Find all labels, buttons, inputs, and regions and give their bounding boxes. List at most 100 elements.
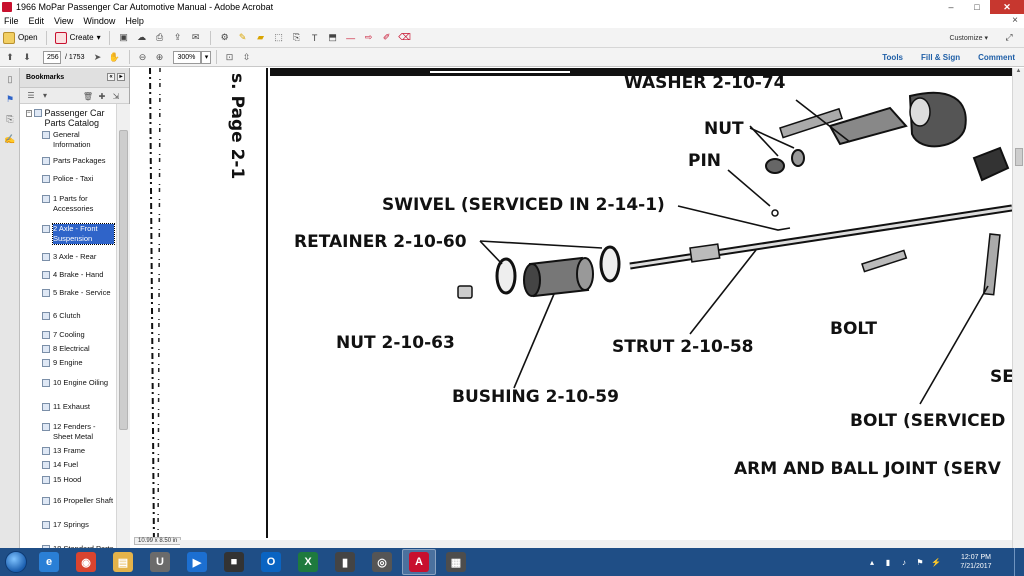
- new-bookmark-icon[interactable]: ✚: [98, 91, 106, 101]
- menu-view[interactable]: View: [54, 16, 74, 26]
- comment-tab[interactable]: Comment: [978, 53, 1015, 62]
- menu-help[interactable]: Help: [125, 16, 144, 26]
- open-button[interactable]: Open: [0, 30, 41, 46]
- horizontal-scrollbar[interactable]: [180, 540, 1012, 548]
- highlight-icon[interactable]: ▰: [257, 32, 265, 42]
- zoom-in-icon[interactable]: ⊕: [155, 51, 164, 62]
- taskbar-phone-app[interactable]: ▮: [328, 549, 362, 575]
- taskbar-internet-explorer[interactable]: e: [32, 549, 66, 575]
- zoom-dropdown-caret[interactable]: ▾: [201, 50, 212, 64]
- tools-tab[interactable]: Tools: [882, 53, 903, 62]
- show-desktop-button[interactable]: [1014, 548, 1024, 576]
- vertical-scroll-thumb[interactable]: [1015, 148, 1023, 166]
- textbox-icon[interactable]: T: [311, 32, 318, 43]
- close-button[interactable]: ✕: [990, 0, 1024, 14]
- taskbar-media-player[interactable]: ▶: [180, 549, 214, 575]
- scroll-mode-icon[interactable]: ⇳: [242, 51, 251, 62]
- taskbar-u-app[interactable]: U: [143, 549, 177, 575]
- bookmark-item[interactable]: 15 Hood: [42, 475, 114, 485]
- bookmarks-scrollbar[interactable]: [116, 104, 130, 548]
- fit-page-icon[interactable]: ⊡: [225, 51, 234, 62]
- bookmark-item[interactable]: 16 Propeller Shaft: [42, 496, 114, 506]
- taskbar-chrome[interactable]: ◉: [69, 549, 103, 575]
- bookmark-item[interactable]: 1 Parts for Accessories: [42, 194, 114, 214]
- taskbar-outlook[interactable]: O: [254, 549, 288, 575]
- taskbar-lock-app[interactable]: ■: [217, 549, 251, 575]
- expand-bookmark-icon[interactable]: ⇲: [112, 91, 120, 101]
- bookmark-item[interactable]: Police - Taxi: [42, 174, 114, 184]
- page-number-input[interactable]: 256: [43, 50, 61, 64]
- arrow-icon[interactable]: ⇨: [364, 32, 373, 42]
- document-close-icon[interactable]: ×: [1012, 15, 1018, 26]
- power-icon[interactable]: ⚡: [931, 557, 941, 567]
- select-cursor-icon[interactable]: ➤: [93, 51, 102, 62]
- flag-icon[interactable]: ⚑: [916, 557, 924, 567]
- network-icon[interactable]: ▮: [885, 557, 891, 567]
- pencil-icon[interactable]: ✐: [382, 32, 391, 42]
- hand-tool-icon[interactable]: ✋: [108, 51, 121, 62]
- callout-icon[interactable]: ⬒: [328, 32, 337, 42]
- bookmark-item[interactable]: 4 Brake - Hand: [42, 270, 114, 280]
- zoom-out-icon[interactable]: ⊖: [138, 51, 147, 62]
- bookmark-options-caret-icon[interactable]: ▾: [42, 91, 47, 100]
- fill-sign-tab[interactable]: Fill & Sign: [921, 53, 961, 62]
- bookmark-item[interactable]: 10 Engine Oiling: [42, 378, 114, 388]
- taskbar-file-explorer[interactable]: ▤: [106, 549, 140, 575]
- bookmarks-scroll-thumb[interactable]: [119, 130, 128, 430]
- print-icon[interactable]: ⎙: [156, 32, 164, 42]
- eraser-icon[interactable]: ⌫: [398, 32, 411, 42]
- taskbar-excel[interactable]: X: [291, 549, 325, 575]
- bookmark-item[interactable]: 8 Electrical: [42, 344, 114, 354]
- signatures-icon[interactable]: ✍: [4, 133, 16, 144]
- share-icon[interactable]: ⇪: [173, 32, 182, 42]
- menu-window[interactable]: Window: [83, 16, 116, 26]
- bookmark-item[interactable]: 12 Fenders - Sheet Metal: [42, 422, 114, 442]
- panel-menu-icon[interactable]: ▸: [117, 73, 125, 81]
- minimize-button[interactable]: –: [948, 2, 954, 12]
- collapse-tree-icon[interactable]: −: [26, 110, 32, 117]
- start-button[interactable]: [0, 549, 32, 575]
- show-hidden-icons-icon[interactable]: ▴: [869, 557, 874, 567]
- menu-file[interactable]: File: [4, 16, 19, 26]
- bookmark-item[interactable]: 7 Cooling: [42, 330, 114, 340]
- bookmark-item[interactable]: 3 Axle - Rear: [42, 252, 114, 262]
- bookmarks-icon[interactable]: ⚑: [5, 93, 15, 104]
- bookmark-item[interactable]: 13 Frame: [42, 446, 114, 456]
- attachments-icon[interactable]: ⎘: [6, 113, 14, 124]
- bookmark-item[interactable]: 5 Brake - Service: [42, 288, 114, 298]
- customize-menu[interactable]: Customize ▾: [949, 34, 988, 42]
- cloud-upload-icon[interactable]: ☁: [137, 32, 147, 42]
- volume-icon[interactable]: ♪: [902, 557, 906, 567]
- taskbar-acrobat[interactable]: A: [402, 549, 436, 575]
- bookmark-item[interactable]: 11 Exhaust: [42, 402, 114, 412]
- bookmark-item[interactable]: 18 Standard Parts: [42, 544, 114, 548]
- expand-icon[interactable]: ⤢: [1005, 31, 1013, 42]
- save-icon[interactable]: ▣: [119, 32, 128, 42]
- bookmark-item[interactable]: 17 Springs: [42, 520, 114, 530]
- page-thumbnails-icon[interactable]: ▯: [7, 73, 13, 84]
- comment-icon[interactable]: ✎: [238, 32, 247, 42]
- bookmark-item[interactable]: 14 Fuel: [42, 460, 114, 470]
- stamp-icon[interactable]: ⬚: [274, 32, 283, 42]
- maximize-button[interactable]: □: [974, 2, 980, 12]
- taskbar-calculator[interactable]: ▦: [439, 549, 473, 575]
- bookmark-root[interactable]: −Passenger Car Parts Catalog: [26, 108, 114, 128]
- scroll-up-icon[interactable]: ▲: [1015, 68, 1022, 74]
- delete-bookmark-icon[interactable]: 🗑: [82, 91, 94, 101]
- bookmark-options-icon[interactable]: ☰: [27, 91, 35, 100]
- clock[interactable]: 12:07 PM 7/21/2017: [946, 553, 1006, 571]
- create-button[interactable]: Create ▾: [52, 30, 104, 46]
- vertical-scrollbar[interactable]: ▲: [1012, 68, 1024, 548]
- menu-edit[interactable]: Edit: [28, 16, 45, 26]
- email-icon[interactable]: ✉: [191, 32, 200, 42]
- attach-icon[interactable]: ⎘: [293, 32, 301, 42]
- bookmark-item[interactable]: 6 Clutch: [42, 311, 114, 321]
- bookmark-item[interactable]: General Information: [42, 130, 114, 150]
- bookmark-item[interactable]: Parts Packages: [42, 156, 114, 166]
- collapse-panel-icon[interactable]: «: [107, 73, 115, 81]
- settings-gear-icon[interactable]: ⚙: [220, 32, 229, 42]
- bookmark-item[interactable]: 2 Axle - Front Suspension: [42, 223, 115, 245]
- previous-page-icon[interactable]: ⬆: [6, 51, 14, 62]
- document-view[interactable]: s. Page 2-1: [130, 68, 1012, 548]
- zoom-level-input[interactable]: 300%: [173, 50, 202, 64]
